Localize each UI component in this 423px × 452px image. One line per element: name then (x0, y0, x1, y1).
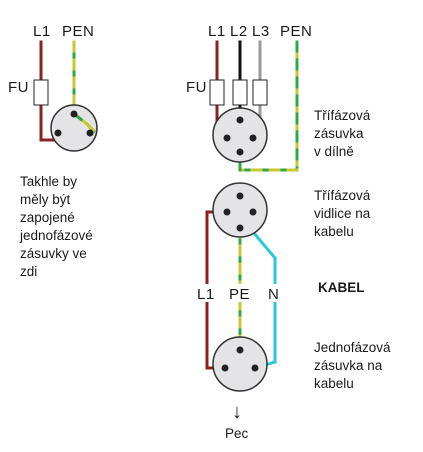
plug-text-2: vidlice na (314, 206, 371, 221)
three-phase-plug (212, 182, 268, 238)
three-phase-socket-text-3: v dílně (314, 144, 354, 159)
three-phase-socket-text-2: zásuvka (314, 126, 364, 141)
three-phase-socket (212, 107, 268, 163)
cable-socket-pin-right (251, 364, 259, 372)
note-line-6: zdi (20, 264, 37, 279)
note-line-2: měly být (20, 192, 71, 207)
cable-label-n: N (268, 286, 279, 303)
three-phase-socket-group: L1 L2 L3 PEN FU Třífázová zásuvka v díln… (186, 23, 371, 172)
plug-pin-top (236, 192, 244, 200)
three-phase-socket-pin-bottom (236, 148, 244, 156)
note-line-1: Takhle by (20, 174, 77, 189)
three-phase-socket-text-1: Třífázová (314, 108, 371, 123)
cable-label-pe: PE (229, 286, 250, 303)
note-line-3: zapojené (20, 210, 75, 225)
plug-n-wire-diag (250, 229, 278, 261)
left-terminal-pen: PEN (62, 23, 94, 40)
three-phase-socket-pin-top (236, 116, 244, 124)
single-phase-cable-socket (212, 336, 268, 392)
down-arrow-icon: ↓ (232, 401, 242, 423)
fuse-l1 (209, 79, 225, 106)
left-wall-socket (50, 104, 98, 152)
right-terminal-l2: L2 (230, 23, 248, 40)
left-pen-bridge-2 (84, 121, 97, 134)
cable-label: KABEL (318, 280, 365, 295)
left-fuse (33, 79, 49, 106)
left-socket-pin-left (54, 129, 62, 137)
left-socket-pin-right (86, 129, 94, 137)
three-phase-socket-pin-right (249, 134, 257, 142)
plug-pin-right (249, 208, 257, 216)
plug-pin-bottom (236, 224, 244, 232)
left-terminal-l1: L1 (33, 23, 51, 40)
right-fuse-label: FU (186, 79, 207, 96)
cable-label-l1: L1 (197, 286, 215, 303)
right-terminal-l3: L3 (252, 23, 270, 40)
three-phase-plug-group: Třífázová vidlice na kabelu (205, 182, 371, 370)
cable-socket-text-1: Jednofázová (314, 340, 391, 355)
cable-socket-pin-top (236, 346, 244, 354)
cable-socket-text-2: zásuvka na (314, 358, 383, 373)
plug-text-3: kabelu (314, 224, 354, 239)
note-line-5: zásuvky ve (20, 246, 87, 261)
fuse-l2 (232, 79, 248, 106)
cable-label-group: L1 PE N KABEL (193, 280, 365, 303)
output-label: Pec (225, 426, 249, 441)
cable-socket-text-3: kabelu (314, 376, 354, 391)
left-fuse-label: FU (8, 79, 29, 96)
fuse-l3 (252, 79, 268, 106)
cable-label-backdrop (193, 284, 293, 302)
right-terminal-pen: PEN (280, 23, 312, 40)
single-phase-note: Takhle by měly být zapojené jednofázové … (19, 174, 93, 279)
left-socket-pin-top (70, 110, 78, 118)
cable-socket-pin-left (221, 364, 229, 372)
note-line-4: jednofázové (19, 228, 93, 243)
plug-pin-left (223, 208, 231, 216)
single-phase-cable-socket-group: Jednofázová zásuvka na kabelu ↓ Pec (212, 336, 391, 441)
plug-text-1: Třífázová (314, 188, 371, 203)
three-phase-socket-pin-left (223, 134, 231, 142)
right-terminal-l1: L1 (208, 23, 226, 40)
left-wall-socket-group: L1 PEN FU (8, 23, 98, 152)
